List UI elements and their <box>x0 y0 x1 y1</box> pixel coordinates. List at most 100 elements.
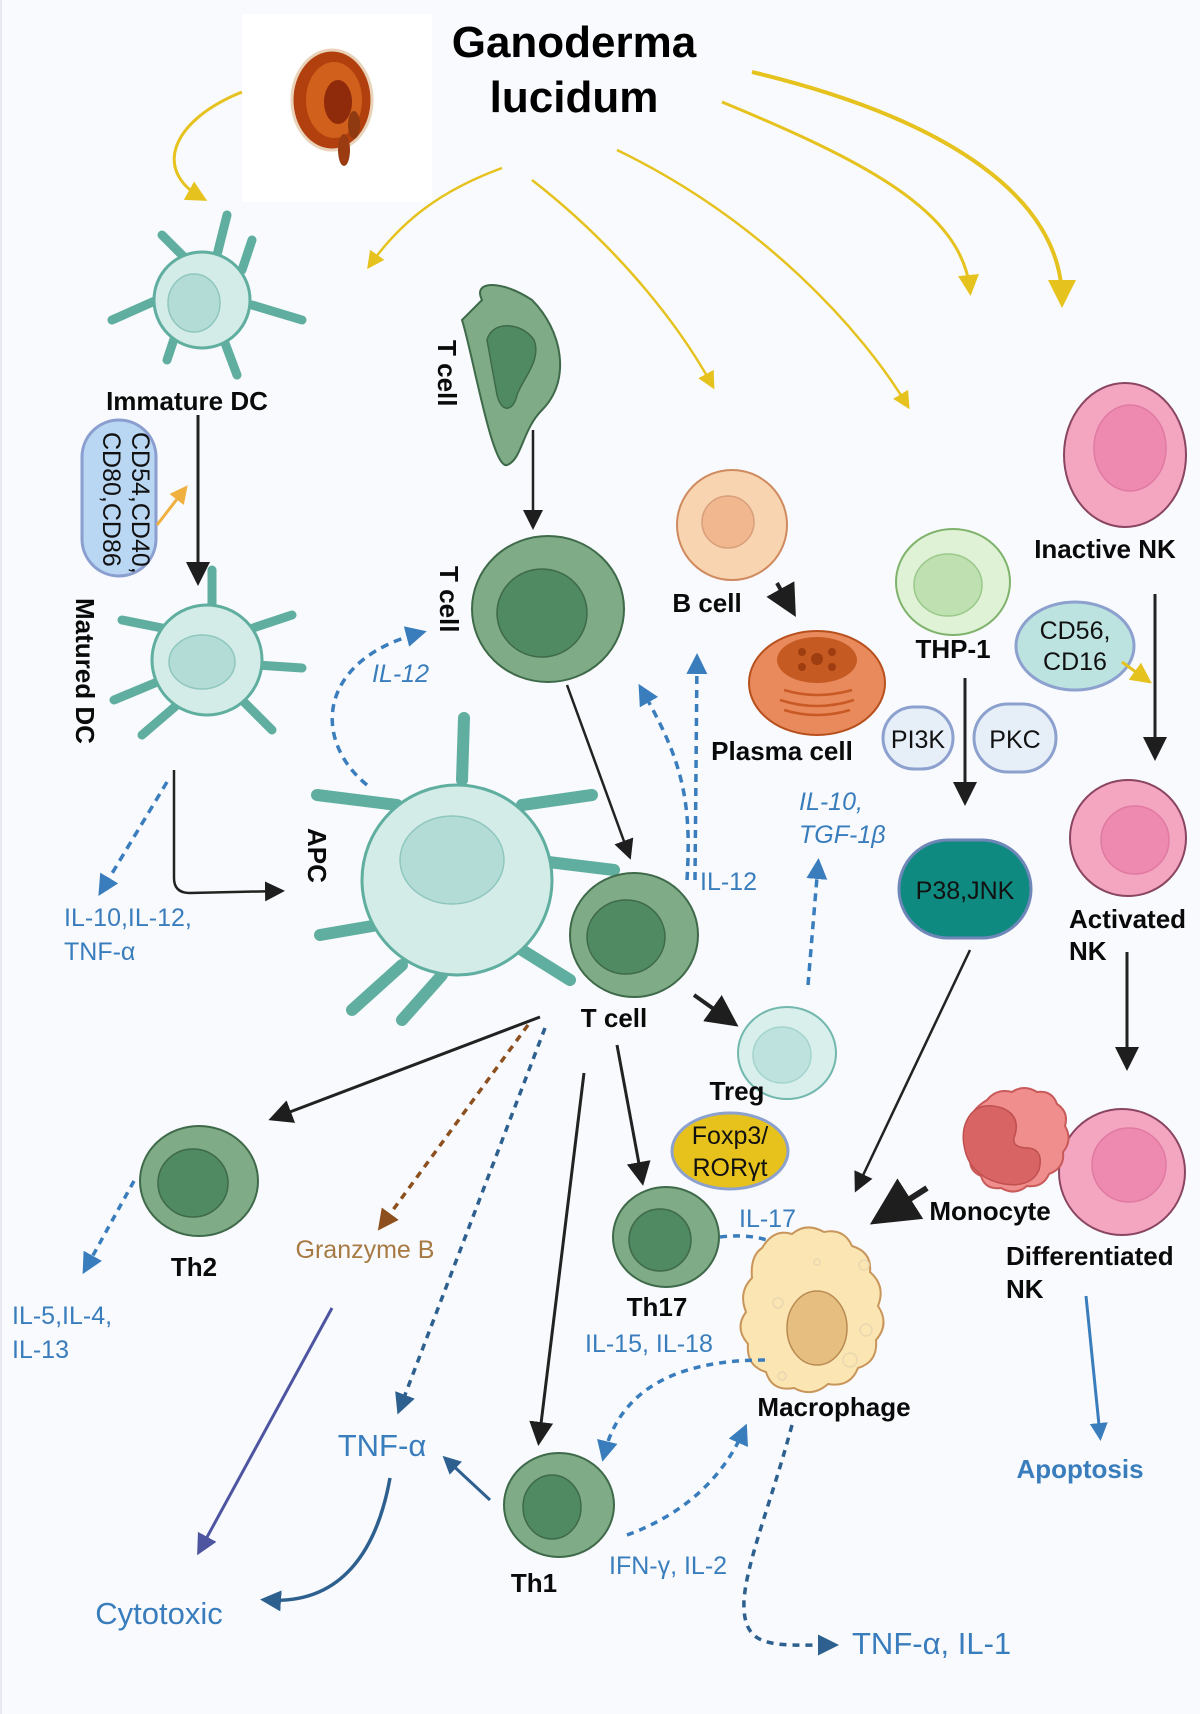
tnf-center-label: TNF-α <box>338 1428 427 1463</box>
p38-jnk-pill: P38,JNK <box>897 838 1033 940</box>
th2-cytokines-line-2: IL-13 <box>12 1336 69 1364</box>
macrophage-il15-il18-label: IL-15, IL-18 <box>585 1330 713 1358</box>
apc-cell <box>311 712 620 1026</box>
monocyte-cell <box>962 1087 1070 1193</box>
macrophage-to-th1-arrow <box>597 1358 766 1462</box>
dc-markers-line-1: CD54,CD40, <box>126 432 154 574</box>
arrow-to-thp1 <box>616 148 910 410</box>
activated-nk-cell <box>1069 779 1187 897</box>
monocyte-to-macrophage-arrow <box>869 1178 929 1225</box>
arrow-to-b-cell <box>531 179 715 390</box>
t-cell-to-treg-arrow <box>692 993 739 1027</box>
ganoderma-mushroom-image <box>242 14 432 202</box>
naive-t-cell-label: T cell <box>432 340 462 406</box>
p38-jnk-label: P38,JNK <box>916 877 1015 905</box>
nk-markers-line-2: CD16 <box>1043 648 1107 676</box>
treg-cytokines-line-1: IL-10, <box>799 788 863 816</box>
differentiated-nk-label-1: Differentiated <box>1006 1241 1174 1271</box>
t-cell-to-center-arrow <box>565 684 634 860</box>
dc-to-apc-arrow <box>172 770 285 902</box>
th1-cell <box>503 1452 615 1558</box>
matured-dc-label: Matured DC <box>70 598 100 744</box>
dc-cytokines-line-2: TNF-α <box>64 938 135 966</box>
pi3k-pill: PI3K <box>881 705 955 771</box>
th2-cytokine-arrow <box>82 1180 136 1275</box>
t-cell-center <box>569 872 699 998</box>
inactive-nk-label: Inactive NK <box>1034 534 1176 564</box>
dc-markers-line-2: CD80,CD86 <box>97 432 125 567</box>
inactive-nk-cell <box>1063 382 1187 528</box>
treg-transcription-factor-pill: Foxp3/ RORγt <box>670 1111 790 1191</box>
naive-t-cell <box>460 284 562 466</box>
t-cell-to-th2-arrow <box>268 1015 541 1123</box>
title-line-1: Ganoderma <box>452 18 697 67</box>
treg-cytokine-arrow <box>806 858 828 986</box>
activated-nk-label-2: NK <box>1069 936 1107 966</box>
differentiated-nk-label-2: NK <box>1006 1274 1044 1304</box>
ganoderma-arrows <box>172 70 1076 410</box>
apc-il12-arrow <box>330 626 427 787</box>
matured-dc-cell <box>109 565 307 740</box>
th17-cell <box>612 1186 720 1288</box>
th1-to-macrophage-arrow <box>626 1423 748 1537</box>
apc-label: APC <box>302 828 332 883</box>
tnf-to-cytotoxic-arrow <box>260 1477 392 1612</box>
thp1-label: THP-1 <box>915 634 990 664</box>
nk-apoptosis-arrow <box>1084 1295 1108 1441</box>
th2-cell <box>139 1125 259 1237</box>
thp1-cell <box>895 528 1011 636</box>
granzyme-to-cytotoxic-arrow <box>197 1307 334 1556</box>
immature-dc-cell <box>107 210 307 380</box>
dc-cytokines-line-1: IL-10,IL-12, <box>64 904 192 932</box>
pkc-pill: PKC <box>972 702 1058 774</box>
t-cell-round <box>471 535 625 683</box>
th17-label: Th17 <box>627 1292 688 1322</box>
tcell-il12-arrow-b <box>686 653 708 881</box>
title-line-2: lucidum <box>490 73 659 122</box>
arrow-to-nk-b <box>751 70 1076 308</box>
treg-label: Treg <box>710 1076 765 1106</box>
t-cell-to-th17-arrow <box>615 1044 651 1186</box>
treg-tf-line-2: RORγt <box>693 1154 768 1182</box>
th17-il17-label: IL-17 <box>739 1205 796 1233</box>
granzyme-label: Granzyme B <box>296 1236 435 1264</box>
dc-markers-pill: CD54,CD40, CD80,CD86 <box>80 418 158 578</box>
p38-to-macrophage-arrow <box>854 949 972 1193</box>
macrophage-output-label: TNF-α, IL-1 <box>852 1626 1011 1661</box>
treg-cell <box>737 1006 837 1100</box>
t-cell-round-label: T cell <box>434 566 464 632</box>
t-cell-to-th1-arrow <box>529 1072 586 1446</box>
nk-marker-arrow <box>1121 660 1152 684</box>
arrow-to-nk-a <box>721 100 979 296</box>
dc-cytokine-arrow <box>98 781 169 896</box>
b-cell-label: B cell <box>672 588 741 618</box>
monocyte-label: Monocyte <box>929 1196 1050 1226</box>
treg-tf-line-1: Foxp3/ <box>692 1122 768 1150</box>
macrophage-label: Macrophage <box>757 1392 910 1422</box>
th2-cytokines-line-1: IL-5,IL-4, <box>12 1302 112 1330</box>
th1-to-tnf-arrow <box>442 1455 492 1502</box>
nk-markers-pill: CD56, CD16 <box>1014 600 1136 692</box>
arrow-to-immature-dc <box>172 90 243 201</box>
plasma-cell <box>748 630 886 736</box>
t-cell-center-label: T cell <box>581 1003 647 1033</box>
t-cell-tnf-arrow <box>395 1027 547 1415</box>
treg-cytokines-line-2: TGF-1β <box>799 821 886 849</box>
pi3k-label: PI3K <box>891 726 946 754</box>
cytotoxic-label: Cytotoxic <box>95 1596 222 1631</box>
apc-il12-label: IL-12 <box>372 660 429 688</box>
differentiated-nk-cell <box>1058 1108 1186 1236</box>
th1-ifn-il2-label: IFN-γ, IL-2 <box>609 1552 727 1580</box>
tcell-il12-arrow-a <box>638 683 690 881</box>
nk-markers-line-1: CD56, <box>1040 617 1111 645</box>
b-to-plasma-arrow <box>766 581 796 617</box>
arrow-to-t-cell <box>367 166 503 270</box>
t-cell-granzyme-arrow <box>377 1023 530 1231</box>
b-cell <box>676 469 788 581</box>
th2-label: Th2 <box>171 1252 217 1282</box>
dc-marker-arrow <box>155 485 188 526</box>
plasma-cell-label: Plasma cell <box>711 736 853 766</box>
macrophage-cell <box>739 1226 885 1394</box>
macrophage-output-arrow <box>742 1424 839 1656</box>
